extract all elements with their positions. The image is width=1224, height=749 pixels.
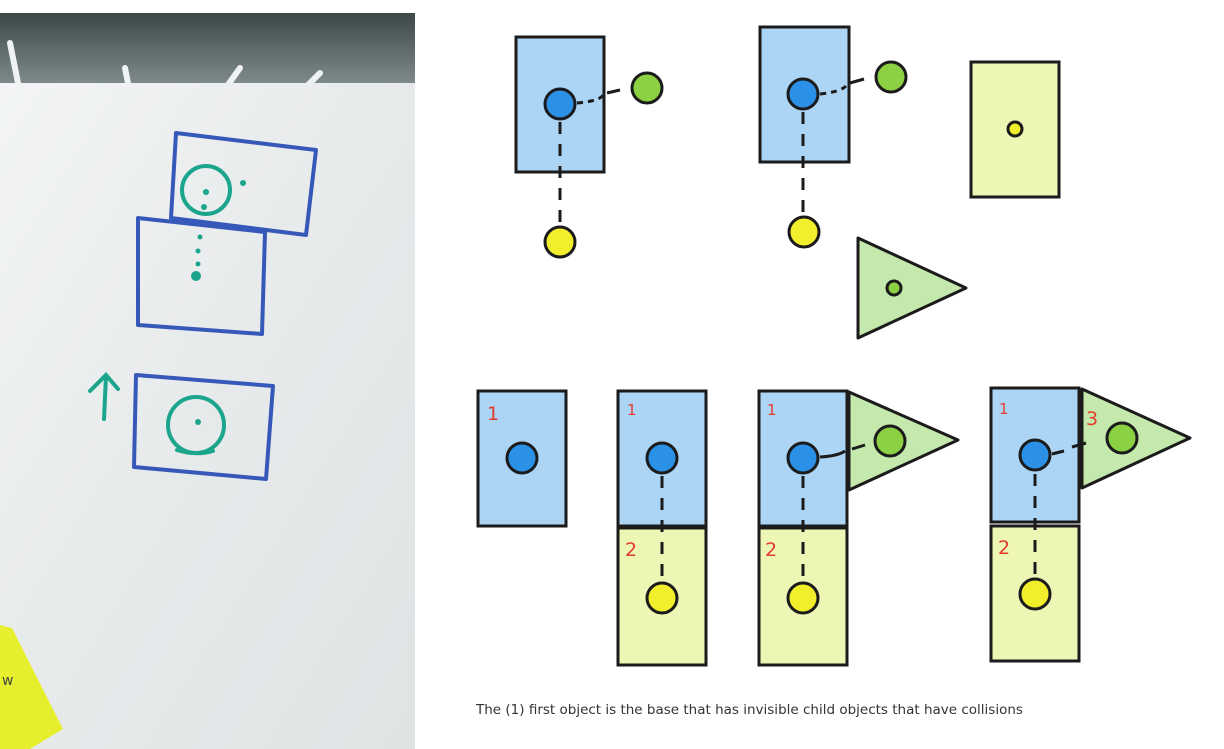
number-label: 1: [487, 403, 499, 425]
yellow-dot: [543, 225, 577, 259]
base-dot: [786, 441, 820, 475]
top-group-b: [758, 25, 908, 249]
marker-blue-boxes: [132, 131, 318, 481]
green-dot: [874, 60, 908, 94]
green-triangle-standalone: [856, 236, 968, 340]
marker-teal-drawings: [88, 164, 232, 456]
link-dash: [1051, 449, 1065, 456]
whiteboard-surface: [0, 83, 415, 749]
yellow-dot: [786, 581, 820, 615]
sticky-note: [0, 625, 63, 749]
green-dot-small: [885, 279, 903, 297]
link-dash: [819, 449, 846, 459]
step-1: [476, 389, 568, 528]
link-dash: [819, 84, 848, 96]
number-label: 1: [767, 401, 777, 419]
number-label: 1: [627, 401, 637, 419]
base-dot: [543, 87, 577, 121]
green-dot: [630, 71, 664, 105]
whiteboard-photo: w: [0, 13, 415, 749]
number-label: 2: [765, 539, 777, 561]
collision-diagram: 1 1 2 1 2 1 3 2: [476, 25, 1192, 667]
step-4: [989, 386, 1192, 663]
yellow-dot: [645, 581, 679, 615]
marker-teal-dots: [191, 180, 246, 425]
number-label: 2: [625, 539, 637, 561]
link-dash: [606, 88, 621, 95]
base-dot: [505, 441, 539, 475]
base-dot: [786, 77, 820, 111]
link-dash: [576, 94, 605, 105]
link-dash: [849, 77, 865, 85]
number-label: 3: [1086, 408, 1098, 430]
green-dot: [873, 424, 907, 458]
green-dot: [1105, 421, 1139, 455]
step-3: [757, 389, 960, 667]
base-dot: [645, 441, 679, 475]
number-label: 2: [998, 537, 1010, 559]
link-dash: [1071, 441, 1087, 449]
number-label: 1: [999, 400, 1009, 418]
yellow-dot-small: [1006, 120, 1024, 138]
link-dash: [851, 443, 866, 451]
yellow-dot: [787, 215, 821, 249]
sticky-note-text: w: [2, 673, 13, 689]
step-2: [616, 389, 708, 667]
base-dot: [1018, 438, 1052, 472]
yellow-dot: [1018, 577, 1052, 611]
top-group-a: [514, 35, 664, 259]
caption: The (1) first object is the base that ha…: [476, 702, 1023, 718]
